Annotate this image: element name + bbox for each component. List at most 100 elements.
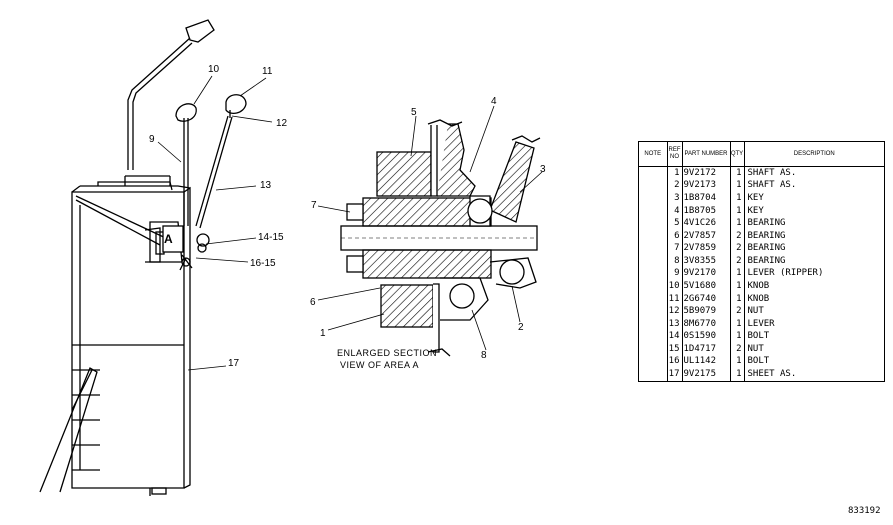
callout-5: 5 — [411, 107, 417, 118]
cell-ref: 11 — [666, 292, 682, 306]
cell-qty: 1 — [729, 355, 744, 369]
cell-ref: 9 — [666, 267, 682, 281]
cell-ref: 16 — [666, 355, 682, 369]
callout-1: 1 — [320, 328, 326, 339]
cell-part: 1B8704 — [681, 192, 730, 205]
cell-qty: 1 — [729, 179, 744, 193]
cell-qty: 2 — [729, 305, 744, 318]
header-ref-no: REF NO — [666, 142, 682, 167]
cell-qty: 1 — [729, 166, 744, 180]
cell-part: 3V8355 — [681, 255, 730, 268]
drawing-number: 833192 — [848, 506, 881, 516]
cell-note — [639, 192, 667, 205]
cell-part: 8M6770 — [681, 317, 730, 331]
cell-ref: 15 — [666, 343, 682, 356]
cell-part: UL1142 — [681, 355, 730, 369]
cell-desc: SHAFT AS. — [743, 179, 884, 193]
cell-note — [639, 318, 667, 331]
header-qty: QTY — [729, 142, 744, 167]
cell-ref: 2 — [666, 179, 682, 193]
callout-14-15: 14-15 — [258, 232, 284, 243]
cell-ref: 14 — [666, 330, 682, 344]
parts-table-header: NOTE REF NO PART NUMBER QTY DESCRIPTION — [639, 142, 884, 167]
cell-qty: 1 — [729, 292, 744, 306]
cell-note — [639, 293, 667, 306]
cell-ref: 6 — [666, 229, 682, 243]
cell-note — [639, 230, 667, 243]
cell-note — [639, 343, 667, 356]
cell-ref: 17 — [666, 368, 682, 381]
section-caption-line2: VIEW OF AREA A — [340, 360, 419, 370]
cell-qty: 1 — [729, 317, 744, 331]
cell-desc: KNOB — [743, 292, 884, 306]
cell-part: 2V7859 — [681, 242, 730, 256]
callout-17: 17 — [228, 358, 240, 369]
cell-part: 1D4717 — [681, 343, 730, 356]
callout-8: 8 — [481, 350, 487, 361]
cell-ref: 7 — [666, 242, 682, 256]
cell-desc: BEARING — [743, 217, 884, 230]
callout-2: 2 — [518, 322, 524, 333]
enlarged-section-view — [340, 119, 541, 357]
cell-note — [639, 356, 667, 369]
cell-qty: 2 — [729, 343, 744, 356]
cell-desc: KEY — [743, 204, 884, 218]
callout-3: 3 — [540, 164, 546, 175]
cell-note — [639, 180, 667, 193]
cell-part: 9V2172 — [681, 166, 730, 180]
cell-desc: NUT — [743, 305, 884, 318]
callout-12: 12 — [276, 118, 288, 129]
cell-part: 9V2170 — [681, 267, 730, 281]
cell-part: 2V7857 — [681, 229, 730, 243]
cell-ref: 1 — [666, 166, 682, 180]
cell-desc: BOLT — [743, 330, 884, 344]
callout-6: 6 — [310, 297, 316, 308]
cell-ref: 10 — [666, 280, 682, 293]
cell-desc: SHAFT AS. — [743, 166, 884, 180]
cell-note — [639, 268, 667, 281]
cell-part: 5V1680 — [681, 280, 730, 293]
section-caption-line1: ENLARGED SECTION — [337, 348, 437, 358]
cell-qty: 1 — [729, 280, 744, 293]
cell-note — [639, 305, 667, 318]
cell-desc: LEVER (RIPPER) — [743, 267, 884, 281]
cell-qty: 1 — [729, 330, 744, 344]
callout-16-15: 16-15 — [250, 258, 276, 269]
cell-ref: 3 — [666, 192, 682, 205]
cell-desc: SHEET AS. — [743, 368, 884, 381]
callout-13: 13 — [260, 180, 272, 191]
cell-note — [639, 217, 667, 230]
cell-part: 1B8705 — [681, 204, 730, 218]
cell-qty: 1 — [729, 204, 744, 218]
cell-qty: 1 — [729, 368, 744, 381]
header-part-number: PART NUMBER — [681, 142, 730, 167]
header-description: DESCRIPTION — [743, 142, 884, 167]
leader-lines-section — [317, 105, 543, 351]
cell-ref: 5 — [666, 217, 682, 230]
area-marker-a: A — [164, 232, 173, 246]
callout-11: 11 — [262, 66, 273, 77]
cell-desc: BEARING — [743, 242, 884, 256]
cell-ref: 12 — [666, 305, 682, 318]
cell-desc: LEVER — [743, 317, 884, 331]
cell-desc: BEARING — [743, 255, 884, 268]
cell-qty: 1 — [729, 267, 744, 281]
callout-10: 10 — [208, 64, 220, 75]
cell-ref: 13 — [666, 317, 682, 331]
cell-ref: 4 — [666, 204, 682, 218]
cell-qty: 2 — [729, 255, 744, 268]
cell-note — [639, 280, 667, 293]
cell-qty: 1 — [729, 217, 744, 230]
